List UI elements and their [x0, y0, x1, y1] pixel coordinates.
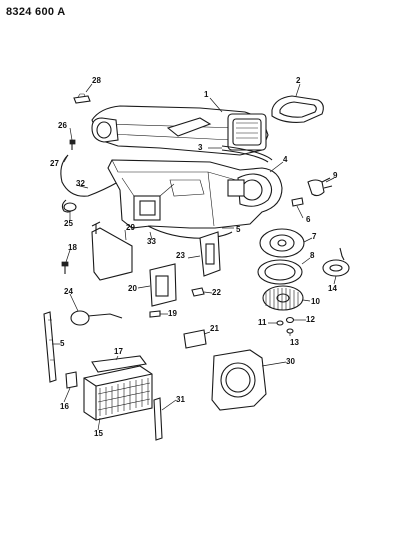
callout-3: 3	[198, 143, 203, 152]
callout-25: 25	[64, 219, 73, 228]
callout-11: 11	[258, 318, 267, 327]
callout-17: 17	[114, 347, 123, 356]
part-23-door	[199, 231, 221, 277]
part-8-blower-ring	[257, 259, 303, 285]
callout-32: 32	[76, 179, 85, 188]
callout-7: 7	[312, 232, 317, 241]
callout-19: 19	[168, 309, 177, 318]
callout-31: 31	[176, 395, 185, 404]
callout-29: 29	[126, 223, 135, 232]
part-9-hose-fitting	[307, 177, 333, 197]
part-6-bracket	[291, 197, 304, 207]
callout-5-upper: 5	[236, 225, 241, 234]
part-15-heater-core	[83, 365, 153, 421]
part-20-door	[149, 263, 177, 307]
callout-24: 24	[64, 287, 73, 296]
callout-10: 10	[311, 297, 320, 306]
callout-2: 2	[296, 76, 301, 85]
part-24-actuator	[70, 310, 123, 326]
callout-14: 14	[328, 284, 337, 293]
part-5-seal-lower	[43, 311, 57, 383]
part-21-pad	[183, 329, 207, 349]
callout-21: 21	[210, 324, 219, 333]
part-10-blower-wheel	[262, 285, 304, 311]
callout-15: 15	[94, 429, 103, 438]
callout-26: 26	[58, 121, 67, 130]
part-28-clip	[73, 93, 91, 104]
callout-4: 4	[283, 155, 288, 164]
drawing-code: 8324 600 A	[6, 6, 66, 18]
callout-5-lower: 5	[60, 339, 65, 348]
part-11-washer	[276, 320, 284, 326]
part-25-grommet	[63, 202, 77, 212]
callout-33: 33	[147, 237, 156, 246]
callout-6: 6	[306, 215, 311, 224]
part-2-seal	[271, 95, 324, 123]
callout-27: 27	[50, 159, 59, 168]
callout-16: 16	[60, 402, 69, 411]
callout-9: 9	[333, 171, 338, 180]
part-33-heater-housing	[107, 159, 283, 229]
part-26-fastener	[69, 139, 76, 150]
callout-30: 30	[286, 357, 295, 366]
callout-20: 20	[128, 284, 137, 293]
callout-1: 1	[204, 90, 209, 99]
part-7-blower-motor	[259, 228, 305, 258]
callout-22: 22	[212, 288, 221, 297]
callout-8: 8	[310, 251, 315, 260]
part-18-screw	[61, 261, 69, 274]
part-29-plate	[91, 221, 133, 281]
part-16-seal	[65, 371, 78, 389]
part-17-seal	[91, 355, 147, 373]
part-31-strip	[153, 397, 163, 441]
callout-23: 23	[176, 251, 185, 260]
leader-lines	[52, 83, 337, 431]
part-30-housing-plate	[211, 349, 267, 411]
part-1-upper-housing	[91, 105, 269, 156]
part-3-hose	[221, 145, 273, 163]
callout-13: 13	[290, 338, 299, 347]
callout-18: 18	[68, 243, 77, 252]
callout-28: 28	[92, 76, 101, 85]
callout-12: 12	[306, 315, 315, 324]
part-19-clip	[149, 310, 161, 318]
part-22-clip	[191, 287, 205, 297]
part-13-clip	[286, 328, 294, 334]
part-14-actuator	[322, 247, 350, 277]
part-12-nut	[285, 316, 295, 324]
